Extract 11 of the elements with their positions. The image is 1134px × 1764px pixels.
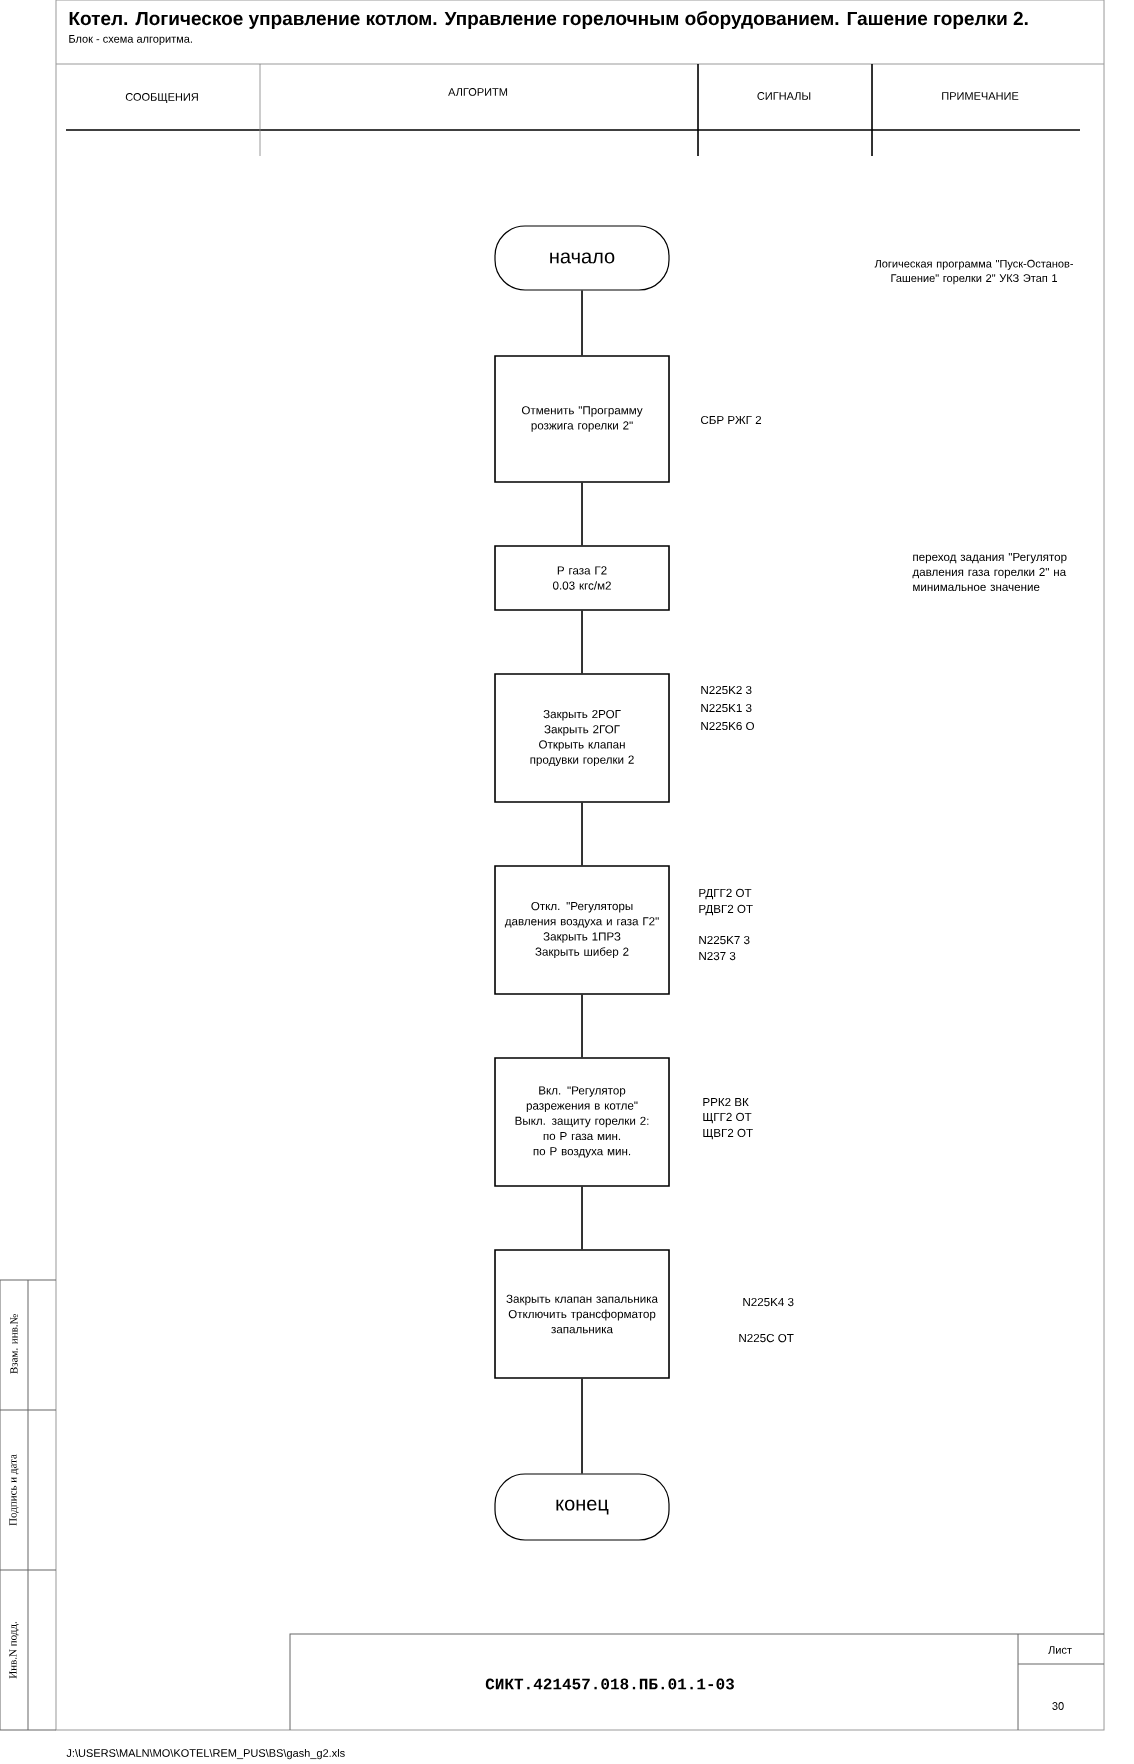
- connector-line: [581, 289, 583, 356]
- connector-line: [581, 610, 583, 674]
- terminal-box: конец: [494, 1473, 670, 1541]
- connector-line: [581, 994, 583, 1058]
- title: Котел. Логическое управление котлом. Управление горелочным оборудованием. Гашение горелки 2.: [69, 11, 1028, 29]
- connector-line: [581, 1378, 583, 1475]
- terminal-box: начало: [494, 225, 670, 291]
- connector-line: [581, 802, 583, 866]
- connector-line: [581, 1186, 583, 1250]
- document-code: СИКТ.421457.018.ПБ.01.1-03: [485, 1678, 734, 1690]
- connector-line: [581, 482, 583, 546]
